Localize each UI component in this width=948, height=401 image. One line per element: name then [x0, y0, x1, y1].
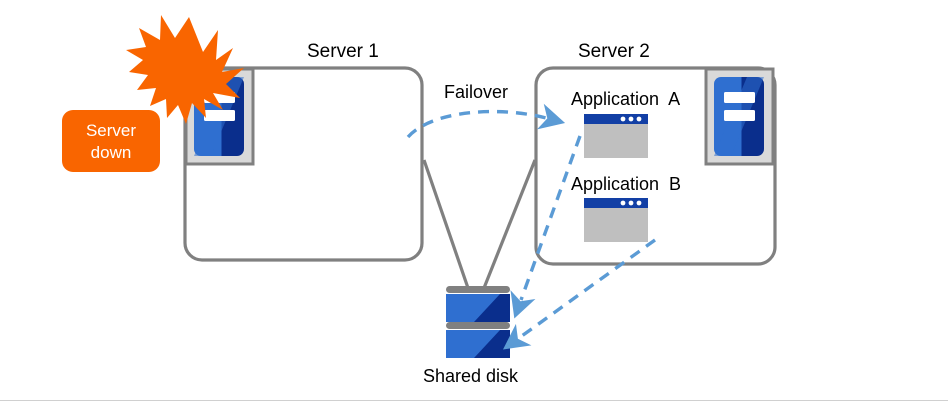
server2-icon — [704, 67, 775, 166]
application-b-window-icon — [584, 198, 648, 242]
server-down-badge-line1: Server — [85, 121, 137, 140]
server-failure-burst-icon — [126, 15, 244, 124]
application-b-label: Application B — [571, 174, 682, 194]
server2-title: Server 2 — [578, 41, 650, 62]
shared-disk-icon — [446, 286, 510, 358]
application-a-window-icon — [584, 114, 648, 158]
app-b-to-disk-arrow — [503, 238, 656, 350]
failover-label: Failover — [444, 82, 509, 102]
connector-server1-to-disk — [422, 159, 470, 289]
failover-arrow — [406, 103, 566, 139]
server-down-badge-line2: down — [90, 143, 132, 162]
server-down-badge — [62, 110, 160, 172]
application-a-label: Application A — [571, 89, 681, 109]
app-a-to-disk-arrow — [510, 135, 582, 319]
shared-disk-connectors — [422, 159, 537, 289]
shared-disk-label: Shared disk — [423, 366, 519, 386]
server1-title: Server 1 — [307, 41, 379, 62]
connector-server2-to-disk — [482, 159, 537, 289]
